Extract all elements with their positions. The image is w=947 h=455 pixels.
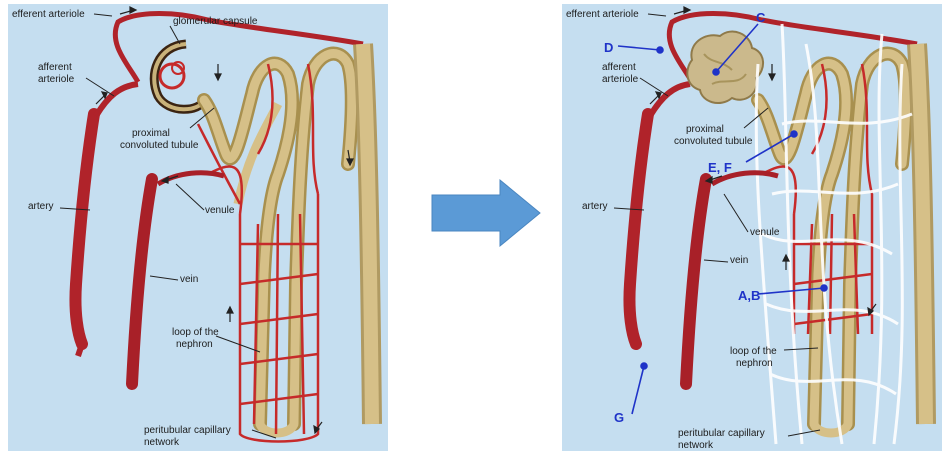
proximal-tubule-label-line1: proximal <box>686 124 724 135</box>
afferent-arteriole-label-line1: afferent <box>602 62 636 73</box>
glomerular-capsule-label: glomerular capsule <box>173 16 258 27</box>
right-arrow-icon <box>430 178 542 248</box>
marker-ab: A,B <box>738 288 760 303</box>
peritubular-network-label-line1: peritubular capillary <box>144 425 231 436</box>
artery-label: artery <box>28 201 54 212</box>
marker-ef: E, F <box>708 160 732 175</box>
marker-d: D <box>604 40 613 55</box>
peritubular-network-label-line1: peritubular capillary <box>678 428 765 439</box>
marker-c: C <box>756 10 765 25</box>
proximal-tubule-label-line2: convoluted tubule <box>120 140 198 151</box>
right-diagram: efferent arteriole afferent arteriole pr… <box>562 4 942 451</box>
loop-of-nephron-label-line1: loop of the <box>730 346 777 357</box>
loop-of-nephron-label-line2: nephron <box>736 358 773 369</box>
peritubular-network-label-line2: network <box>144 437 179 448</box>
peritubular-network-label-line2: network <box>678 440 713 451</box>
left-diagram: efferent arteriole glomerular capsule af… <box>8 4 388 451</box>
loop-of-nephron-label-line1: loop of the <box>172 327 219 338</box>
afferent-arteriole-label-line2: arteriole <box>38 74 74 85</box>
efferent-arteriole-label: efferent arteriole <box>12 9 85 20</box>
vein-label: vein <box>180 274 198 285</box>
afferent-arteriole-label-line2: arteriole <box>602 74 638 85</box>
afferent-arteriole-label-line1: afferent <box>38 62 72 73</box>
efferent-arteriole-label: efferent arteriole <box>566 9 639 20</box>
vein-label: vein <box>730 255 748 266</box>
proximal-tubule-label-line1: proximal <box>132 128 170 139</box>
venule-label: venule <box>750 227 779 238</box>
artery-label: artery <box>582 201 608 212</box>
venule-label: venule <box>205 205 234 216</box>
loop-of-nephron-label-line2: nephron <box>176 339 213 350</box>
marker-g: G <box>614 410 624 425</box>
proximal-tubule-label-line2: convoluted tubule <box>674 136 752 147</box>
